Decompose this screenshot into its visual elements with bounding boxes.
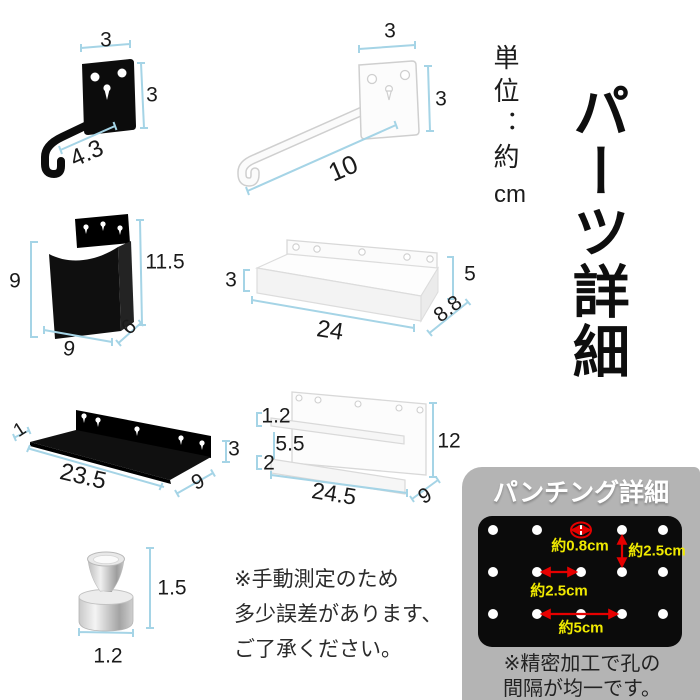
punching-note-line: 間隔が均一です。	[503, 678, 661, 700]
measurement-note-line: ※手動測定のため	[234, 568, 399, 591]
white-shelf-graphic	[243, 239, 472, 337]
white-hook-graphic	[237, 41, 434, 196]
dim-magnet-height: 1.5	[157, 576, 187, 600]
dim-rack-bottom-lip: 2	[263, 451, 275, 475]
dim-shelf-height: 5	[464, 262, 476, 286]
punching-note-line: ※精密加工で孔の	[503, 653, 661, 675]
black-tray-graphic	[12, 410, 230, 498]
dim-shelf-lip: 3	[225, 268, 237, 292]
dim-hook-white-top: 3	[384, 19, 396, 43]
dim-box-height: 11.5	[145, 250, 185, 274]
dim-rack-top-lip: 1.2	[261, 404, 291, 428]
hole-diameter-label: 約0.8cm	[551, 537, 609, 555]
dim-rack-gap: 5.5	[275, 432, 305, 456]
dim-hook-white-side: 3	[435, 87, 447, 111]
dim-hook-black-side: 3	[146, 83, 158, 107]
black-hook-graphic	[41, 40, 148, 179]
black-box-graphic	[30, 214, 146, 347]
measurement-note-line: ご了承ください。	[234, 638, 402, 661]
double-gap-label: 約5cm	[558, 619, 604, 637]
punching-panel-note: ※精密加工で孔の 間隔が均一です。	[462, 652, 700, 700]
measurement-note: ※手動測定のため 多少誤差があります、 ご了承ください。	[234, 562, 442, 667]
page-title-vertical: パーツ詳細	[564, 82, 629, 382]
magnet-pin-graphic	[78, 547, 154, 637]
dim-rack-height: 12	[437, 429, 461, 453]
punching-panel-title: パンチング詳細	[492, 479, 670, 507]
punching-board-graphic	[478, 516, 682, 647]
measurement-note-line: 多少誤差があります、	[234, 603, 443, 626]
dim-magnet-width: 1.2	[93, 644, 123, 668]
dim-hook-black-top: 3	[100, 28, 112, 52]
dim-shelf-width: 24	[314, 315, 346, 346]
dim-box-left: 9	[9, 269, 21, 293]
unit-note-suffix: cm	[494, 181, 526, 208]
unit-note-vertical: 単位：約	[490, 44, 520, 176]
horizontal-gap-label: 約2.5cm	[530, 582, 588, 600]
dim-tray-height: 3	[228, 437, 240, 461]
white-rack-graphic	[256, 391, 441, 503]
vertical-gap-label: 約2.5cm	[628, 542, 686, 560]
